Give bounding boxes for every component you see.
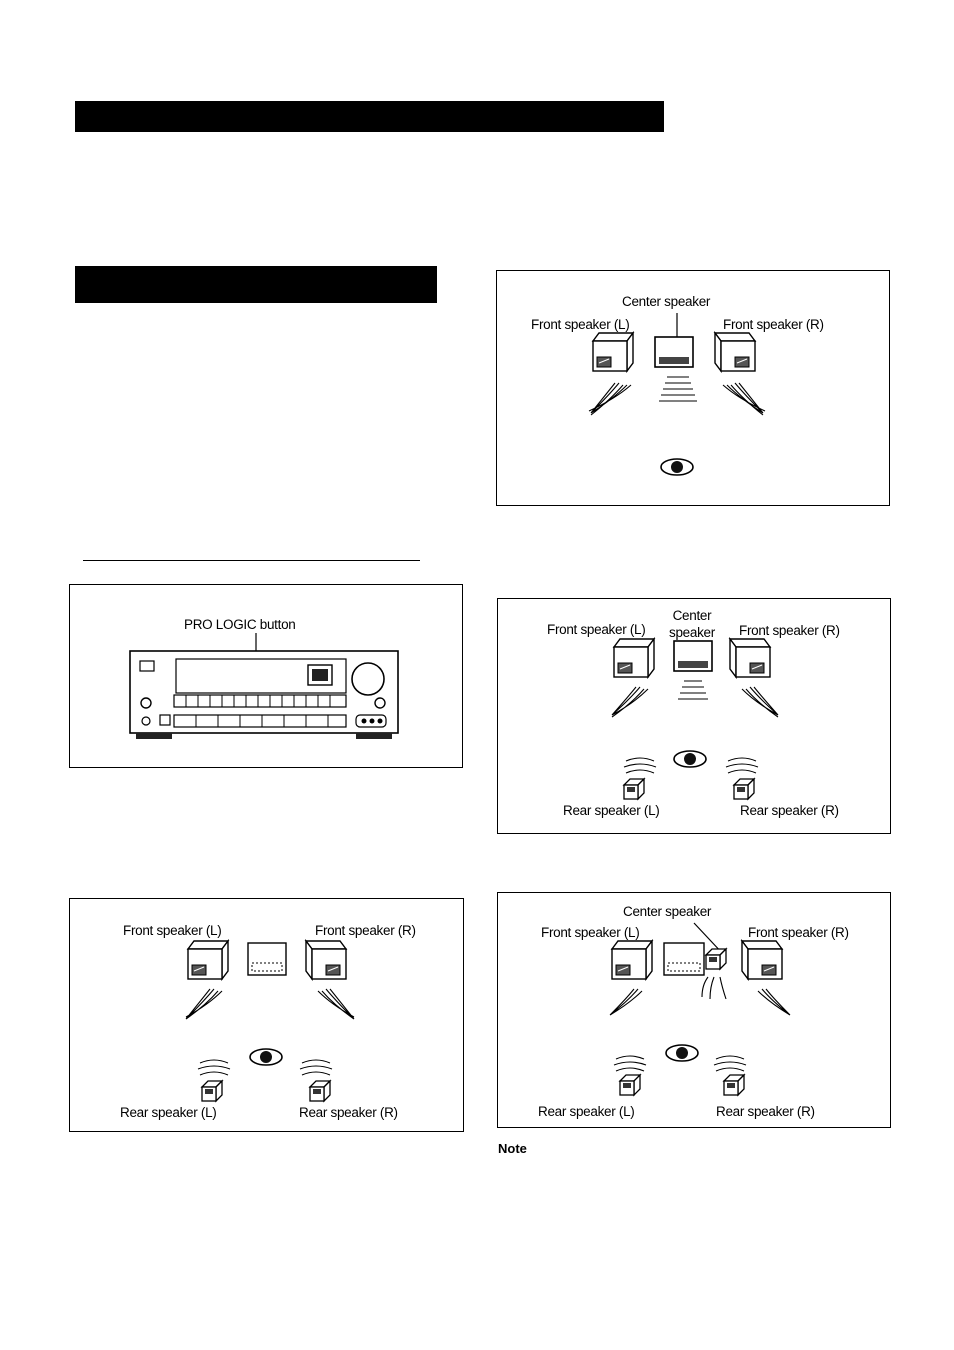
pro-logic-button-label: PRO LOGIC button xyxy=(184,617,296,632)
rear-right-label: Rear speaker (R) xyxy=(716,1104,815,1119)
listener-icon xyxy=(660,458,694,476)
speaker-icon xyxy=(623,778,645,800)
speaker-icon xyxy=(619,1074,641,1096)
center-speaker-label: Center speaker xyxy=(623,904,712,919)
listener-icon xyxy=(673,750,707,768)
rear-right-label: Rear speaker (R) xyxy=(740,803,839,818)
sound-wave-icon xyxy=(588,376,766,416)
front-left-label: Front speaker (L) xyxy=(541,925,640,940)
rear-left-label: Rear speaker (L) xyxy=(538,1104,635,1119)
section-header-bar xyxy=(75,101,664,132)
front-right-label: Front speaker (R) xyxy=(748,925,849,940)
figure-center-front-speakers: Center speaker Front speaker (L) Front s… xyxy=(496,270,890,506)
divider-line xyxy=(83,560,420,561)
front-left-label: Front speaker (L) xyxy=(531,317,630,332)
front-right-label: Front speaker (R) xyxy=(723,317,824,332)
listener-icon xyxy=(249,1048,283,1066)
speaker-layout-diagram xyxy=(611,638,779,800)
front-right-label: Front speaker (R) xyxy=(315,923,416,938)
rear-left-label: Rear speaker (L) xyxy=(120,1105,217,1120)
speaker-icon xyxy=(723,1074,745,1096)
figure-small-center-setup: Center speaker Front speaker (L) Front s… xyxy=(497,892,891,1128)
speaker-icon xyxy=(729,638,771,678)
center-speaker-label: Center speaker xyxy=(622,294,711,309)
front-left-label: Front speaker (L) xyxy=(123,923,222,938)
speaker-layout-diagram xyxy=(609,922,791,1096)
figure-phantom-center-setup: Front speaker (L) Front speaker (R) Rear… xyxy=(69,898,464,1132)
speaker-icon xyxy=(714,332,756,372)
figure-receiver-pro-logic: PRO LOGIC button xyxy=(69,584,463,768)
receiver-icon xyxy=(129,633,399,739)
speaker-icon xyxy=(611,940,653,980)
speaker-icon xyxy=(673,640,713,672)
speaker-layout-diagram xyxy=(588,313,766,476)
speaker-layout-diagram xyxy=(185,940,355,1102)
speaker-icon xyxy=(741,940,783,980)
center-speaker-label: Center speaker xyxy=(669,608,715,640)
rear-right-label: Rear speaker (R) xyxy=(299,1105,398,1120)
speaker-icon xyxy=(187,940,229,980)
speaker-icon xyxy=(201,1080,223,1102)
figure-full-speaker-setup: Center speaker Front speaker (L) Front s… xyxy=(497,598,891,834)
sound-wave-icon xyxy=(609,976,791,1072)
speaker-icon xyxy=(309,1080,331,1102)
sound-wave-icon xyxy=(185,988,355,1076)
subsection-header-bar xyxy=(75,266,437,303)
speaker-icon xyxy=(613,638,655,678)
speaker-icon xyxy=(705,948,727,970)
speaker-icon xyxy=(654,336,694,368)
speaker-icon xyxy=(592,332,634,372)
speaker-icon xyxy=(305,940,347,980)
front-left-label: Front speaker (L) xyxy=(547,622,646,637)
speaker-icon xyxy=(733,778,755,800)
sound-wave-icon xyxy=(611,680,779,774)
listener-icon xyxy=(665,1044,699,1062)
note-heading: Note xyxy=(498,1141,527,1156)
front-right-label: Front speaker (R) xyxy=(739,623,840,638)
rear-left-label: Rear speaker (L) xyxy=(563,803,660,818)
